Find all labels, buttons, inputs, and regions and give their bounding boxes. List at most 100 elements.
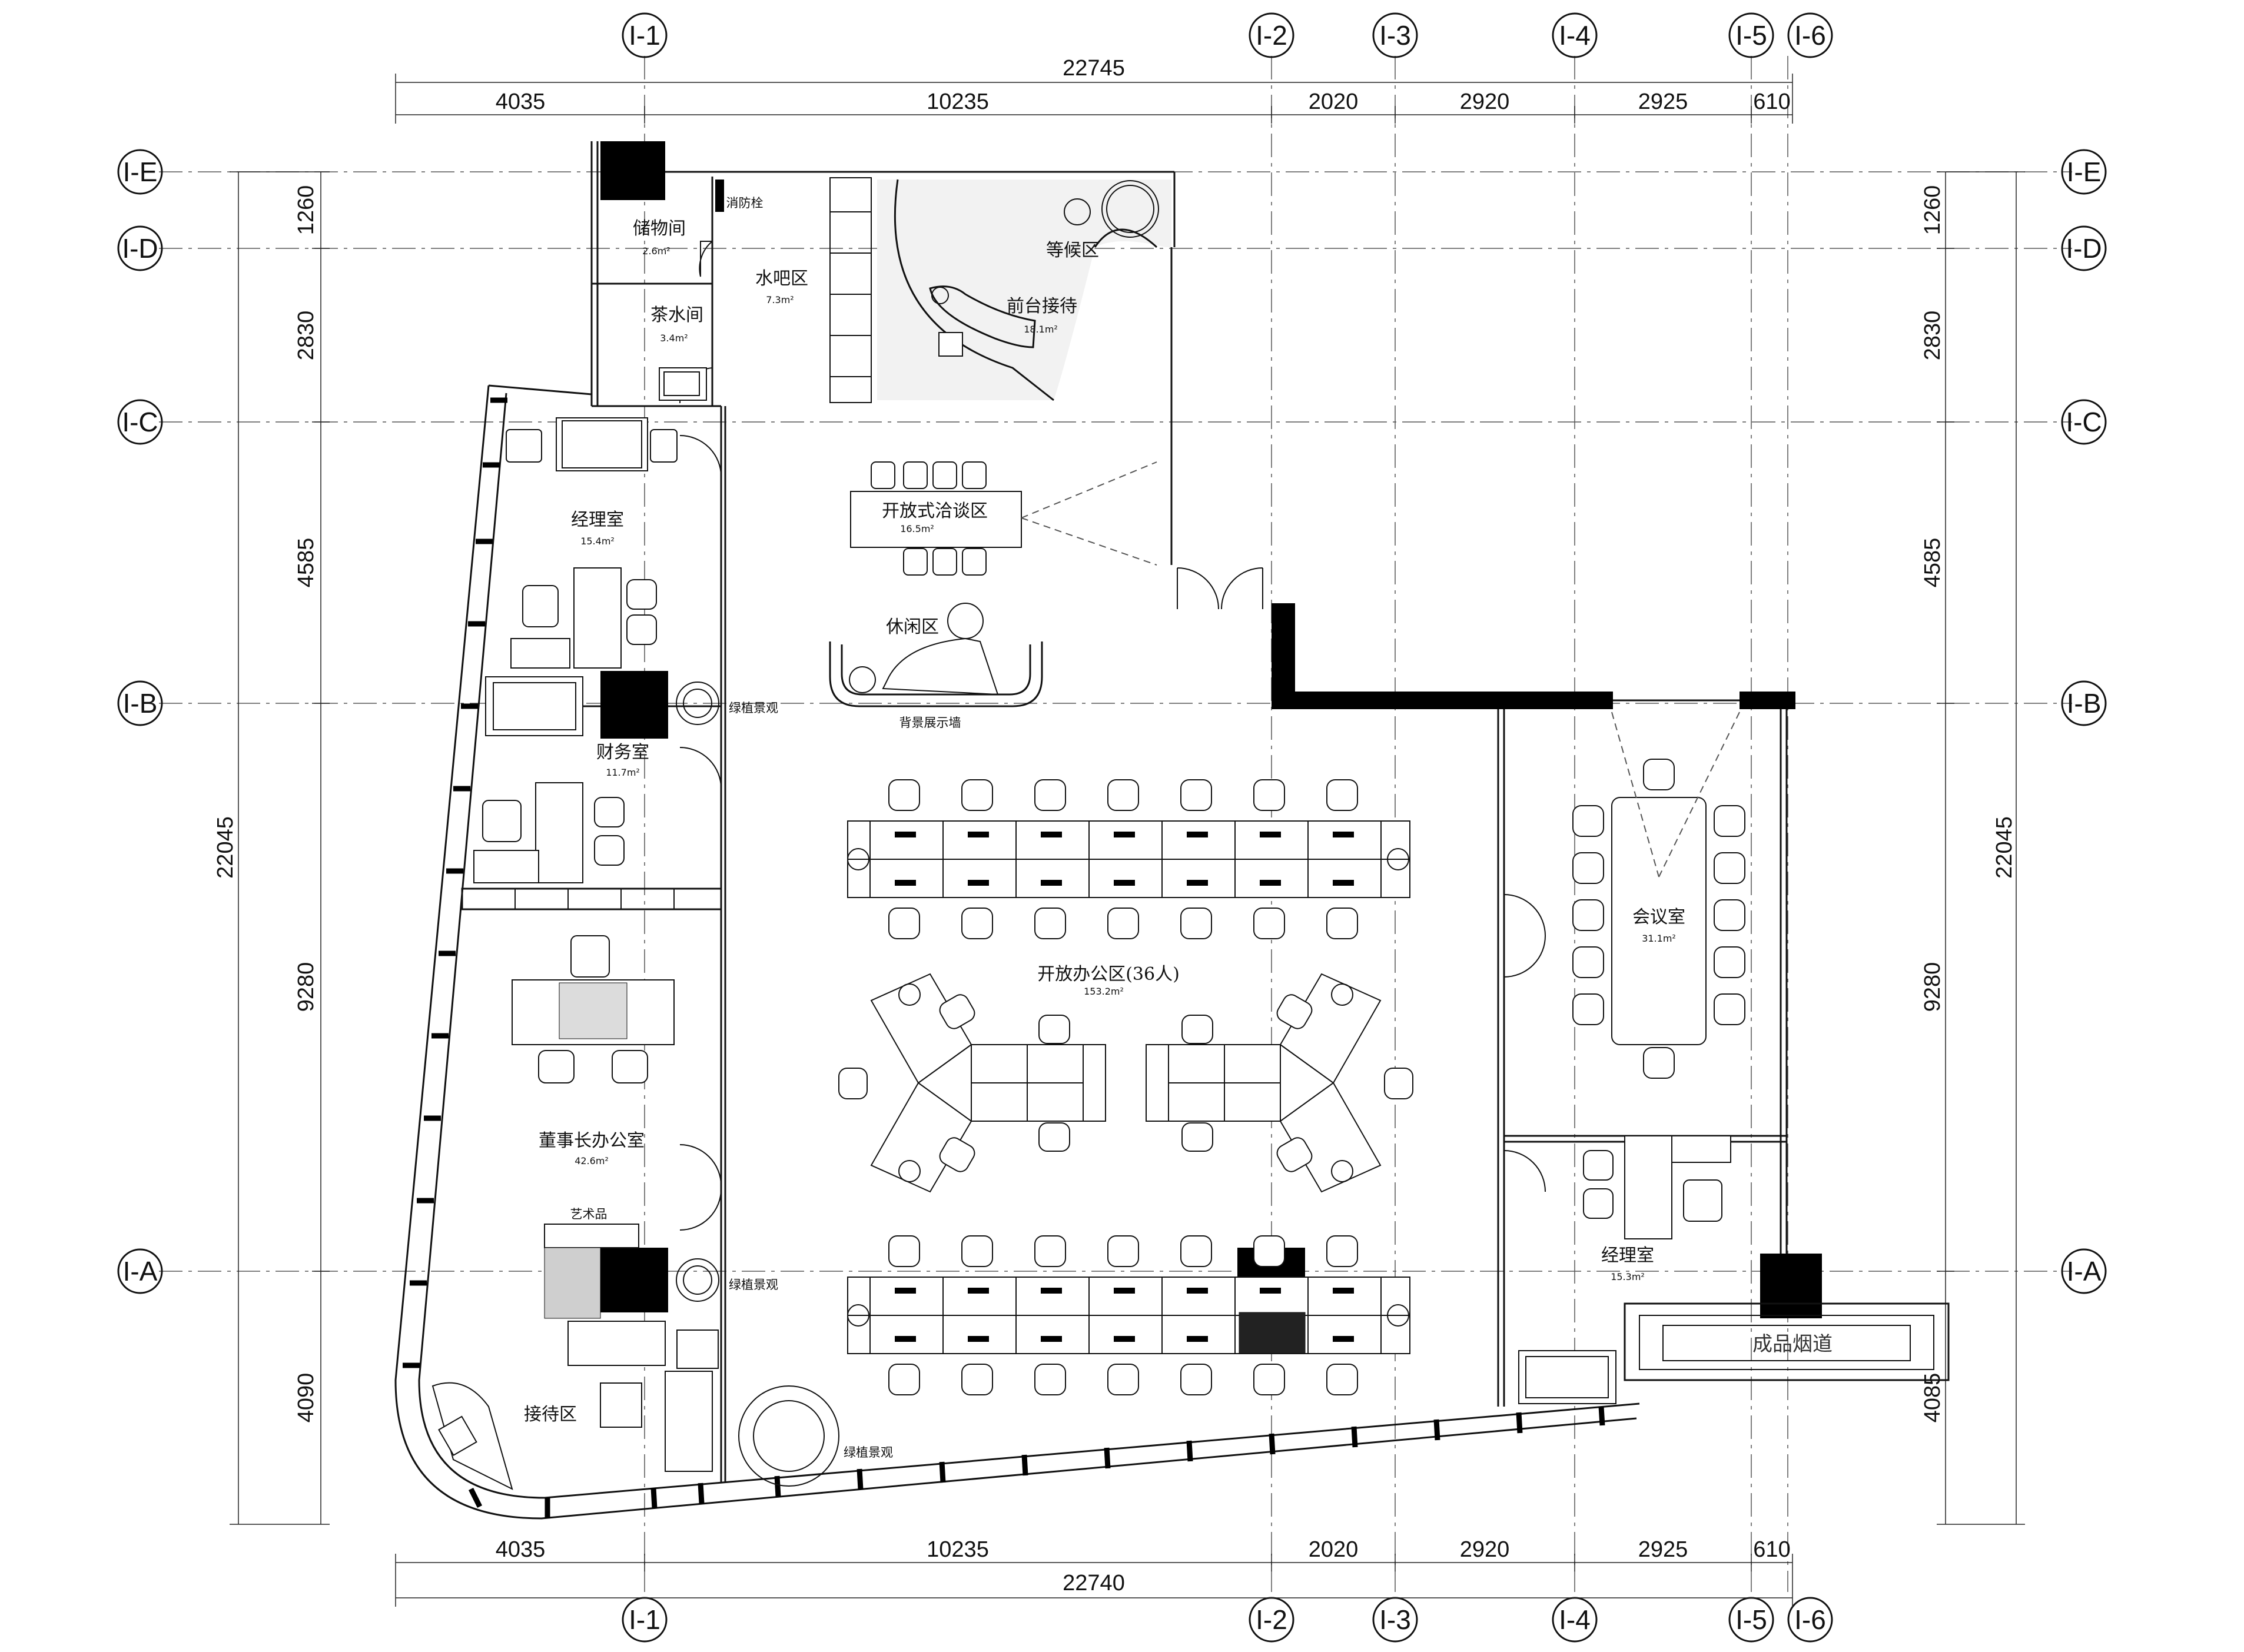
- office-chair: [888, 779, 920, 811]
- axis-bubble-right-e: I-E: [2061, 149, 2107, 195]
- dimensions-top: 22745 4035 10235 2020 2920 2925 610: [395, 56, 1793, 124]
- dim-top-seg-4: 2920: [1460, 89, 1510, 114]
- dim-left-seg-2: 2830: [294, 311, 318, 361]
- meeting-chair: [1572, 805, 1604, 837]
- chairman-office-furniture: [512, 935, 719, 1369]
- axis-bubbles: I-1 I-2 I-3 I-4 I-5 I-6 I-1 I-2 I-3 I-4 …: [117, 12, 2107, 1643]
- dim-left-seg-3: 4585: [294, 538, 318, 588]
- office-chair: [1107, 908, 1139, 939]
- office-chair: [888, 908, 920, 939]
- column-chairman: [600, 1248, 668, 1312]
- axis-bubble-top-4: I-4: [1552, 12, 1598, 58]
- negotiation-table: [850, 491, 1022, 548]
- reception-zone-furniture: [431, 1371, 839, 1490]
- axis-bubble-bottom-2: I-2: [1249, 1597, 1294, 1643]
- meeting-chair: [1572, 993, 1604, 1025]
- reception-area-furniture: [877, 179, 1171, 401]
- column-finance: [600, 671, 668, 739]
- axis-bubble-bottom-3: I-3: [1372, 1597, 1418, 1643]
- dim-right-seg-3: 4585: [1920, 538, 1945, 588]
- office-chair: [1034, 1364, 1066, 1395]
- doors: [679, 241, 1546, 1231]
- label-reception-area: 接待区: [524, 1404, 577, 1425]
- door-manager: [679, 435, 722, 477]
- meeting-room-furniture: [1572, 712, 1745, 1079]
- office-chair: [1253, 1235, 1285, 1267]
- office-chair: [888, 1235, 920, 1267]
- label-leisure: 休闲区: [886, 617, 939, 637]
- label-flue: 成品烟道: [1752, 1332, 1833, 1356]
- finance-room-furniture: [473, 782, 625, 883]
- label-green-3: 绿植景观: [844, 1445, 893, 1460]
- axis-bubble-left-a: I-A: [117, 1248, 163, 1294]
- dim-left-total: 22045: [213, 816, 238, 879]
- svg-text:I-2: I-2: [1256, 20, 1287, 51]
- office-chair: [1107, 1235, 1139, 1267]
- office-chair: [1180, 779, 1212, 811]
- dim-right-seg-5: 4085: [1920, 1373, 1945, 1423]
- workstation-cluster-1: [838, 973, 1106, 1193]
- dim-bottom-seg-3: 2020: [1309, 1537, 1359, 1562]
- svg-text:I-4: I-4: [1559, 1604, 1591, 1635]
- label-water-bar: 水吧区: [755, 268, 808, 289]
- meeting-chair: [1714, 805, 1745, 837]
- axis-bubble-right-d: I-D: [2061, 225, 2107, 271]
- storage-room-furniture: [659, 180, 724, 401]
- axis-bubble-top-2: I-2: [1249, 12, 1294, 58]
- office-chair: [1253, 908, 1285, 939]
- label-storage: 储物间: [633, 218, 686, 239]
- dim-right-total: 22045: [1992, 816, 2017, 879]
- axis-bubble-bottom-6: I-6: [1787, 1597, 1833, 1643]
- workstation-row-2: [847, 1235, 1410, 1395]
- label-display-wall: 背景展示墙: [899, 716, 961, 730]
- office-chair: [1034, 908, 1066, 939]
- office-chair: [1107, 779, 1139, 811]
- label-hydrant: 消防栓: [726, 196, 764, 210]
- area-negotiation: 16.5m²: [900, 523, 934, 534]
- reception-desk: [929, 285, 1036, 348]
- dim-top-seg-3: 2020: [1309, 89, 1359, 114]
- dim-top-total: 22745: [1063, 56, 1125, 81]
- area-manager-right: 15.3m²: [1611, 1271, 1645, 1282]
- office-chair: [1326, 908, 1358, 939]
- label-manager-left: 经理室: [571, 510, 624, 530]
- axis-bubble-left-d: I-D: [117, 225, 163, 271]
- curtain-wall-mullions: [403, 397, 1605, 1518]
- door-manager-right: [1503, 1150, 1546, 1192]
- office-chair: [1180, 908, 1212, 939]
- dim-top-seg-6: 610: [1753, 89, 1790, 114]
- svg-text:I-E: I-E: [2067, 157, 2102, 187]
- office-chair: [961, 1235, 993, 1267]
- label-finance: 财务室: [596, 742, 649, 763]
- svg-text:I-4: I-4: [1559, 20, 1591, 51]
- dim-right-seg-1: 1260: [1920, 185, 1945, 235]
- dim-bottom-seg-2: 10235: [927, 1537, 989, 1562]
- label-green-1: 绿植景观: [729, 701, 778, 715]
- axis-bubble-top-5: I-5: [1728, 12, 1774, 58]
- reception-curve: [894, 179, 1054, 401]
- manager-room-left-furniture: [485, 417, 719, 736]
- area-storage: 2.6m²: [642, 245, 670, 257]
- meeting-chair: [1572, 899, 1604, 931]
- label-tea: 茶水间: [650, 305, 703, 325]
- workstation-cluster-2: [1146, 973, 1413, 1193]
- label-manager-right: 经理室: [1601, 1245, 1654, 1266]
- axis-bubble-top-6: I-6: [1787, 12, 1833, 58]
- door-meeting: [1503, 894, 1546, 978]
- svg-text:I-5: I-5: [1735, 20, 1767, 51]
- office-chair: [1253, 779, 1285, 811]
- svg-text:I-C: I-C: [122, 407, 158, 437]
- area-manager-left: 15.4m²: [580, 536, 615, 547]
- dim-bottom-seg-6: 610: [1753, 1537, 1790, 1562]
- area-tea: 3.4m²: [660, 333, 688, 344]
- meeting-table: [1611, 797, 1707, 1045]
- axis-bubble-right-b: I-B: [2061, 680, 2107, 726]
- dim-bottom-seg-1: 4035: [496, 1537, 546, 1562]
- svg-text:I-D: I-D: [2066, 233, 2102, 264]
- column-top: [600, 141, 665, 200]
- svg-text:I-2: I-2: [1256, 1604, 1287, 1635]
- curtain-wall-outer: [394, 385, 1637, 1520]
- office-chair: [1107, 1364, 1139, 1395]
- dim-top-seg-1: 4035: [496, 89, 546, 114]
- office-chair: [961, 1364, 993, 1395]
